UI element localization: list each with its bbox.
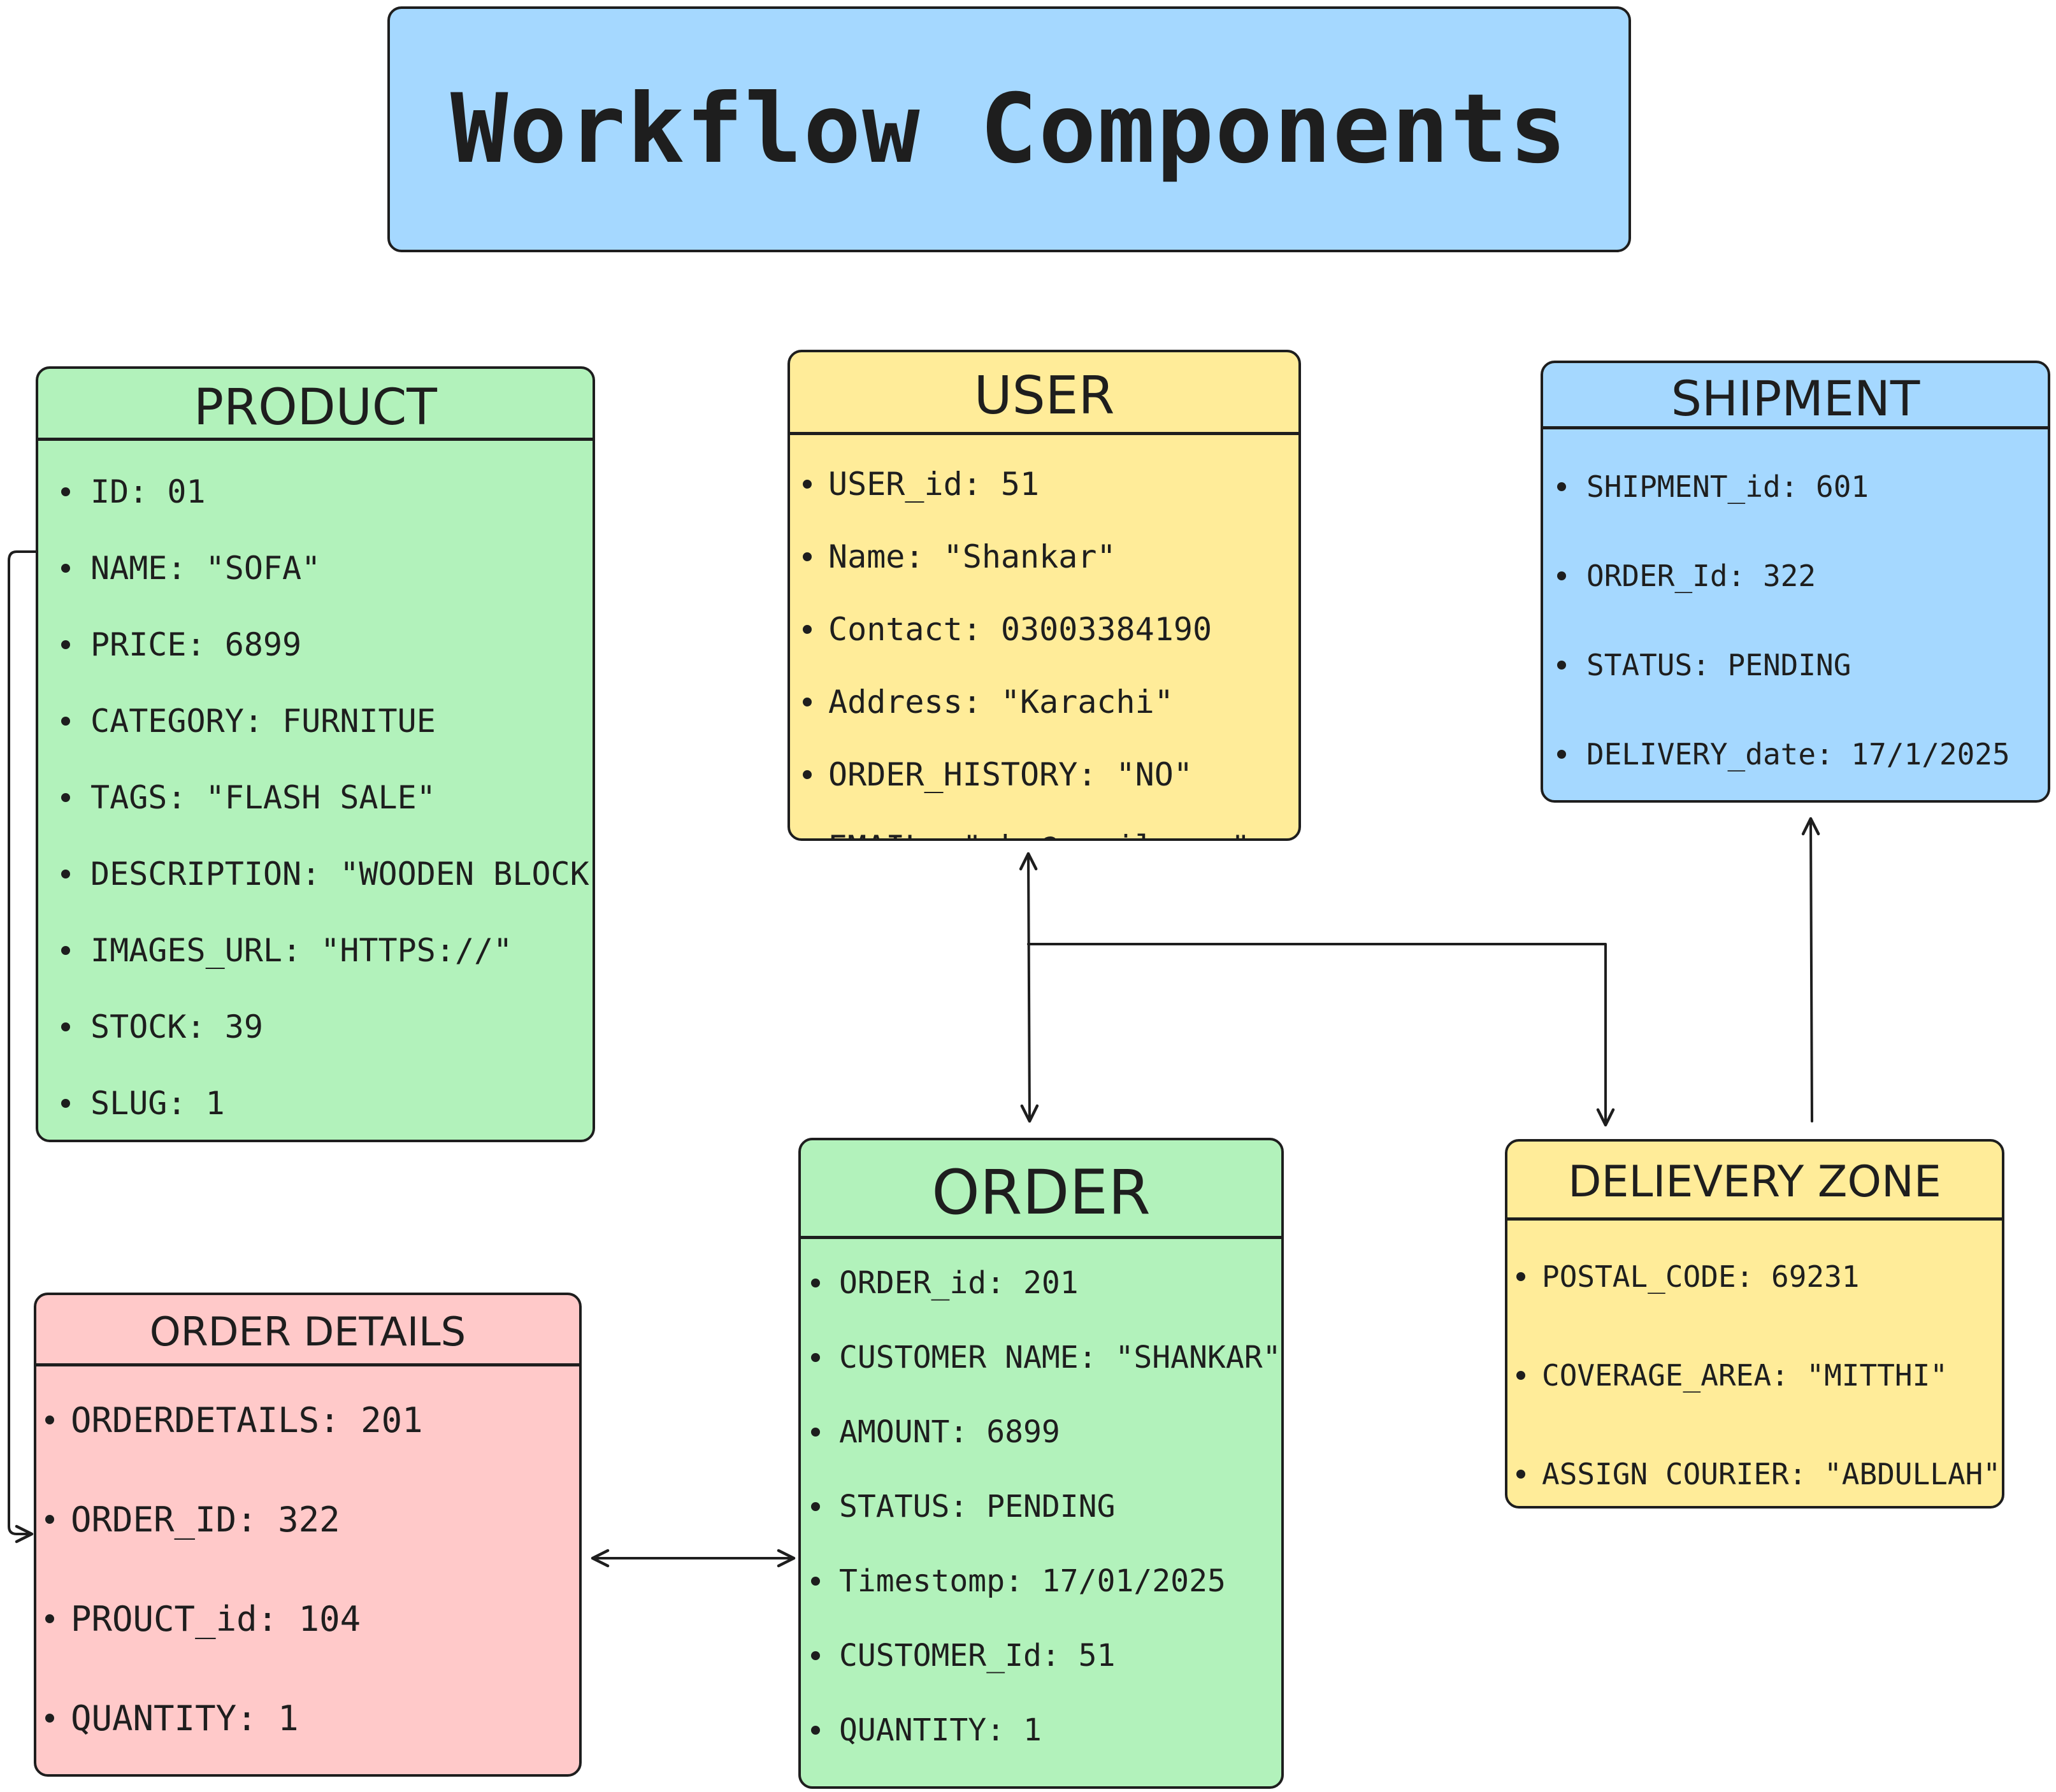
shipment-field-delivery-date: DELIVERY_date: 17/1/2025 bbox=[1557, 710, 2048, 799]
product-field-images-url: IMAGES_URL: "HTTPS://" bbox=[61, 912, 593, 989]
order-field-customer-id: CUSTOMER_Id: 51 bbox=[811, 1618, 1281, 1693]
shipment-field-id: SHIPMENT_id: 601 bbox=[1557, 442, 2048, 531]
order-fields: ORDER_id: 201 CUSTOMER NAME: "SHANKAR" A… bbox=[801, 1239, 1281, 1767]
connector-product-order-details bbox=[8, 550, 37, 1544]
user-entity[interactable]: USER USER_id: 51 Name: "Shankar" Contact… bbox=[787, 350, 1301, 841]
order-header: ORDER bbox=[801, 1140, 1281, 1239]
order-details-field-order-id: ORDER_ID: 322 bbox=[45, 1470, 579, 1569]
product-field-stock: STOCK: 39 bbox=[61, 989, 593, 1065]
product-field-slug: SLUG: 1 bbox=[61, 1065, 593, 1140]
order-field-id: ORDER_id: 201 bbox=[811, 1245, 1281, 1320]
user-fields: USER_id: 51 Name: "Shankar" Contact: 030… bbox=[790, 435, 1298, 838]
product-field-category: CATEGORY: FURNITUE bbox=[61, 683, 593, 759]
product-field-id: ID: 01 bbox=[61, 454, 593, 530]
product-header: PRODUCT bbox=[38, 369, 593, 441]
product-field-price: PRICE: 6899 bbox=[61, 606, 593, 683]
order-field-customer-name: CUSTOMER NAME: "SHANKAR" bbox=[811, 1320, 1281, 1394]
delivery-zone-fields: POSTAL_CODE: 69231 COVERAGE_AREA: "MITTH… bbox=[1507, 1221, 2002, 1506]
diagram-title: Workflow Components bbox=[450, 74, 1568, 185]
order-details-entity[interactable]: ORDER DETAILS ORDERDETAILS: 201 ORDER_ID… bbox=[34, 1293, 582, 1777]
order-details-field-id: ORDERDETAILS: 201 bbox=[45, 1370, 579, 1470]
product-field-name: NAME: "SOFA" bbox=[61, 530, 593, 606]
product-field-description: DESCRIPTION: "WOODEN BLOCK" bbox=[61, 836, 593, 912]
shipment-fields: SHIPMENT_id: 601 ORDER_Id: 322 STATUS: P… bbox=[1543, 429, 2048, 799]
order-entity[interactable]: ORDER ORDER_id: 201 CUSTOMER NAME: "SHAN… bbox=[798, 1138, 1284, 1789]
product-entity[interactable]: PRODUCT ID: 01 NAME: "SOFA" PRICE: 6899 … bbox=[36, 366, 595, 1142]
order-field-status: STATUS: PENDING bbox=[811, 1469, 1281, 1544]
shipment-field-status: STATUS: PENDING bbox=[1557, 620, 2048, 710]
user-field-email: EMAIL: "abc@gmail.com" bbox=[803, 811, 1298, 838]
shipment-field-order-id: ORDER_Id: 322 bbox=[1557, 531, 2048, 620]
user-field-id: USER_id: 51 bbox=[803, 448, 1298, 520]
order-details-field-quantity: QUANTITY: 1 bbox=[45, 1668, 579, 1768]
product-field-tags: TAGS: "FLASH SALE" bbox=[61, 759, 593, 836]
user-header: USER bbox=[790, 352, 1298, 435]
product-fields: ID: 01 NAME: "SOFA" PRICE: 6899 CATEGORY… bbox=[38, 441, 593, 1140]
delivery-zone-field-postal-code: POSTAL_CODE: 69231 bbox=[1516, 1227, 2002, 1326]
title-box: Workflow Components bbox=[387, 6, 1631, 252]
user-field-name: Name: "Shankar" bbox=[803, 520, 1298, 593]
delivery-zone-header: DELIEVERY ZONE bbox=[1507, 1142, 2002, 1221]
user-field-order-history: ORDER_HISTORY: "NO" bbox=[803, 738, 1298, 811]
shipment-entity[interactable]: SHIPMENT SHIPMENT_id: 601 ORDER_Id: 322 … bbox=[1541, 361, 2050, 803]
order-field-amount: AMOUNT: 6899 bbox=[811, 1394, 1281, 1469]
connector-user-order bbox=[1019, 852, 1039, 1123]
shipment-header: SHIPMENT bbox=[1543, 363, 2048, 429]
order-field-timestamp: Timestomp: 17/01/2025 bbox=[811, 1544, 1281, 1618]
order-field-quantity: QUANTITY: 1 bbox=[811, 1693, 1281, 1767]
order-details-header: ORDER DETAILS bbox=[36, 1295, 579, 1366]
connector-delivery-zone-shipment bbox=[1801, 817, 1820, 1122]
delivery-zone-entity[interactable]: DELIEVERY ZONE POSTAL_CODE: 69231 COVERA… bbox=[1505, 1139, 2004, 1509]
connector-user-delivery-zone bbox=[1027, 943, 1615, 1127]
user-field-contact: Contact: 03003384190 bbox=[803, 593, 1298, 666]
order-details-fields: ORDERDETAILS: 201 ORDER_ID: 322 PROUCT_i… bbox=[36, 1366, 579, 1768]
delivery-zone-field-assign-courier: ASSIGN COURIER: "ABDULLAH" bbox=[1516, 1424, 2002, 1506]
delivery-zone-field-coverage-area: COVERAGE_AREA: "MITTHI" bbox=[1516, 1326, 2002, 1424]
user-field-address: Address: "Karachi" bbox=[803, 666, 1298, 738]
order-details-field-product-id: PROUCT_id: 104 bbox=[45, 1569, 579, 1668]
